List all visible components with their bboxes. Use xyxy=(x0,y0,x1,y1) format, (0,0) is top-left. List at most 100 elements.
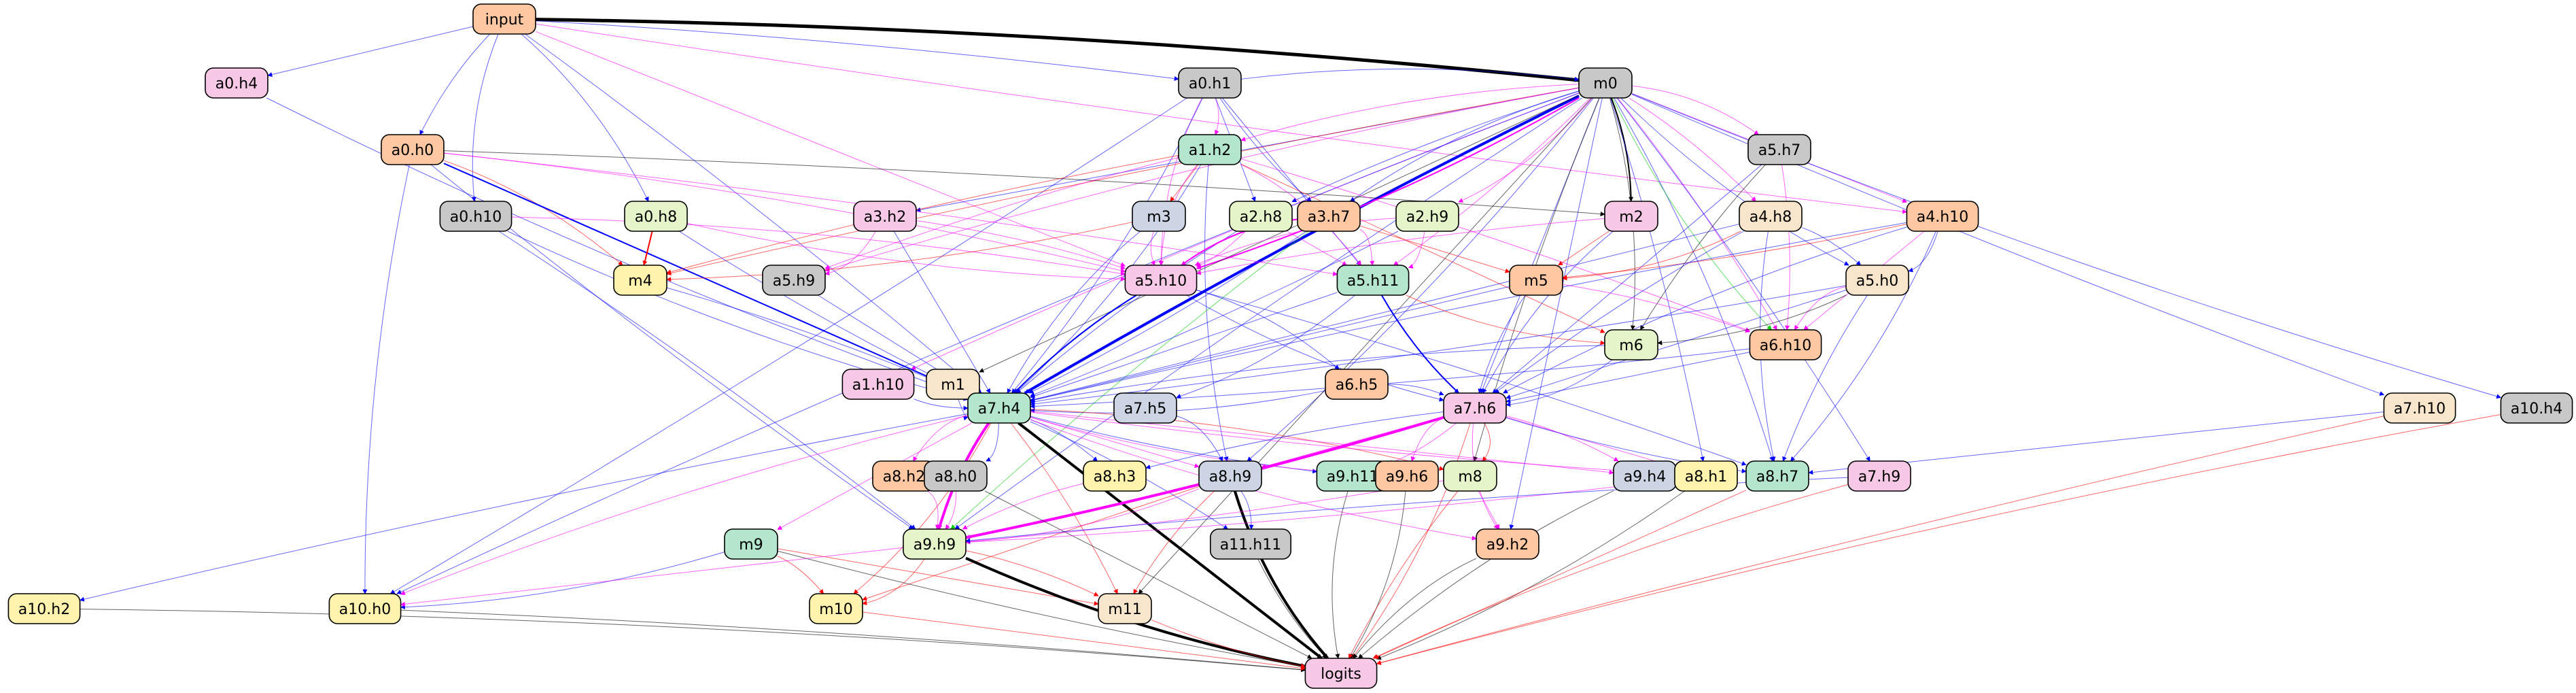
edge-a6-h5-to-a7-h6 xyxy=(1387,384,1444,396)
node-label-a1-h2: a1.h2 xyxy=(1189,142,1231,159)
node-box-a10-h2 xyxy=(7,593,81,624)
edge-m0-to-a2-h8 xyxy=(1291,90,1580,203)
edge-a9-h2-to-logits xyxy=(1353,558,1477,659)
edge-a5-h11-to-a7-h4 xyxy=(1030,292,1338,399)
edge-a5-h0-to-m6 xyxy=(1657,294,1847,345)
node-label-a5-h11: a5.h11 xyxy=(1347,273,1399,290)
node-label-a3-h2: a3.h2 xyxy=(864,209,906,226)
edge-a4-h8-to-m5 xyxy=(1562,231,1741,281)
edge-m0-to-a10-h0 xyxy=(396,92,1580,594)
edge-a9-h4-to-logits xyxy=(1358,490,1614,659)
edge-a7-h4-to-a8-h0 xyxy=(986,422,999,462)
node-box-a0-h10 xyxy=(439,201,512,232)
edge-a0-h8-to-m4 xyxy=(642,231,653,266)
node-box-a7-h5 xyxy=(1113,392,1177,424)
edge-m0-to-a8-h1 xyxy=(1609,97,1705,462)
edges-layer xyxy=(79,18,2502,673)
node-m6: m6 xyxy=(1604,329,1658,360)
edge-a0-h1-to-a5-h10 xyxy=(1158,97,1202,266)
edge-m8-to-a9-h9 xyxy=(965,480,1444,544)
edge-a8-h1-to-logits xyxy=(1376,490,1685,660)
edge-a10-h0-to-logits xyxy=(400,609,1306,673)
edge-a0-h1-to-m0 xyxy=(1240,68,1580,82)
edge-m9-to-m11 xyxy=(777,548,1099,606)
edge-a3-h7-to-a5-h11 xyxy=(1359,229,1375,266)
edge-m2-to-m5 xyxy=(1558,231,1609,266)
node-box-m8 xyxy=(1443,460,1497,492)
edge-a7-h4-to-a10-h0 xyxy=(400,415,969,595)
node-a6-h5: a6.h5 xyxy=(1325,369,1389,400)
node-label-a0-h10: a0.h10 xyxy=(450,209,502,226)
node-box-a11-h11 xyxy=(1210,528,1292,560)
node-box-a5-h11 xyxy=(1336,265,1410,296)
edge-a5-h10-to-a8-h7 xyxy=(1196,290,1747,466)
node-label-a0-h0: a0.h0 xyxy=(391,142,434,159)
node-a7-h10: a7.h10 xyxy=(2383,392,2456,424)
node-box-m0 xyxy=(1578,67,1633,99)
node-box-a8-h9 xyxy=(1198,460,1262,492)
node-box-a10-h4 xyxy=(2500,392,2573,424)
node-a7-h4: a7.h4 xyxy=(967,392,1031,424)
node-label-m2: m2 xyxy=(1619,209,1643,226)
node-a6-h10: a6.h10 xyxy=(1749,329,1822,360)
node-box-a6-h10 xyxy=(1749,329,1822,360)
node-a5-h11: a5.h11 xyxy=(1336,265,1410,296)
node-a2-h9: a2.h9 xyxy=(1395,201,1459,232)
node-label-a7-h10: a7.h10 xyxy=(2394,401,2446,418)
node-label-a9-h4: a9.h4 xyxy=(1624,469,1666,486)
node-box-a0-h8 xyxy=(624,201,688,232)
edge-a2-h9-to-a5-h11 xyxy=(1408,231,1425,269)
edge-m9-to-logits xyxy=(777,550,1306,669)
node-a11-h11: a11.h11 xyxy=(1210,528,1292,560)
node-box-a4-h8 xyxy=(1739,201,1803,232)
edge-m2-to-a5-h10 xyxy=(1196,218,1605,275)
edge-a8-h9-to-logits xyxy=(1233,490,1329,660)
edge-m0-to-a9-h9 xyxy=(954,97,1583,530)
node-label-a5-h10: a5.h10 xyxy=(1135,273,1187,290)
edge-m0-to-a7-h4 xyxy=(1024,95,1580,394)
edge-a5-h10-to-a6-h5 xyxy=(1196,290,1340,370)
node-a10-h4: a10.h4 xyxy=(2500,392,2573,424)
node-label-a9-h6: a9.h6 xyxy=(1386,469,1428,486)
edge-a0-h1-to-a10-h0 xyxy=(389,97,1187,594)
node-a3-h2: a3.h2 xyxy=(853,201,917,232)
edge-m10-to-logits xyxy=(862,611,1306,671)
node-label-m4: m4 xyxy=(628,273,652,290)
edge-a9-h9-to-a10-h0 xyxy=(400,547,904,607)
edge-m9-to-m10 xyxy=(777,556,824,594)
edge-a4-h8-to-a7-h6 xyxy=(1494,231,1744,394)
edge-m0-to-a8-h7 xyxy=(1614,97,1774,462)
node-m3: m3 xyxy=(1132,201,1186,232)
node-label-a10-h2: a10.h2 xyxy=(18,601,70,618)
edge-a7-h6-to-a9-h4 xyxy=(1505,416,1619,462)
edge-a1-h2-to-a6-h10 xyxy=(1240,158,1751,332)
edge-input-to-a0-h1 xyxy=(535,20,1179,81)
edge-m0-to-a5-h0 xyxy=(1620,97,1849,266)
edge-a8-h9-to-a11-h11 xyxy=(1240,490,1254,530)
node-label-a9-h2: a9.h2 xyxy=(1486,537,1529,554)
edge-a0-h4-to-a7-h4 xyxy=(266,97,969,398)
edge-m0-to-a7-h10 xyxy=(1631,94,2385,396)
node-a0-h1: a0.h1 xyxy=(1178,67,1242,99)
edge-a2-h8-to-a5-h10 xyxy=(1196,231,1246,267)
edge-m0-to-a5-h7 xyxy=(1631,85,1759,135)
node-label-a8-h0: a8.h0 xyxy=(935,469,977,486)
edge-a7-h9-to-logits xyxy=(1372,484,1849,659)
node-a1-h10: a1.h10 xyxy=(841,369,915,400)
node-box-a7-h9 xyxy=(1847,460,1911,492)
edge-a5-h0-to-a7-h6 xyxy=(1505,290,1847,399)
edge-a7-h5-to-a8-h9 xyxy=(1176,416,1223,462)
edge-m0-to-a3-h7 xyxy=(1350,90,1580,202)
edge-m8-to-a9-h2 xyxy=(1478,490,1500,530)
node-label-m6: m6 xyxy=(1619,337,1643,354)
node-label-a8-h1: a8.h1 xyxy=(1685,469,1727,486)
edge-m9-to-a10-h0 xyxy=(400,552,725,610)
edge-m6-to-a7-h6 xyxy=(1505,359,1613,407)
edge-a0-h0-to-a10-h0 xyxy=(362,164,410,594)
edge-a0-h10-to-a5-h10 xyxy=(511,216,1126,276)
edge-a5-h0-to-a8-h7 xyxy=(1782,294,1868,462)
node-box-a9-h2 xyxy=(1476,528,1539,560)
edge-a9-h11-to-logits xyxy=(1331,490,1348,659)
edge-a4-h8-to-a7-h4 xyxy=(1030,223,1740,402)
